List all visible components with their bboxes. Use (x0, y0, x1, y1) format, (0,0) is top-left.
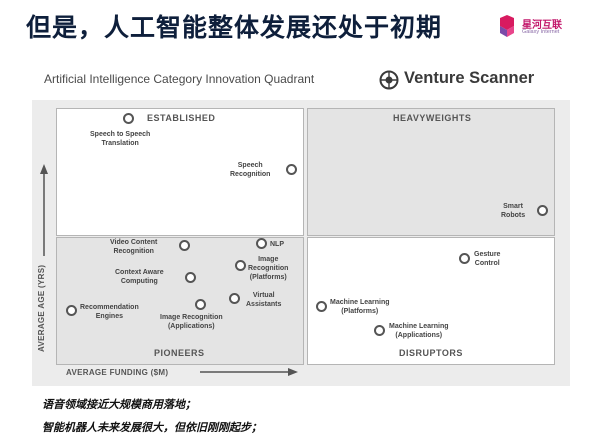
venture-scanner-text: Venture Scanner (404, 69, 535, 87)
point-label-machine-learning-applications: Machine Learning (Applications) (389, 323, 449, 339)
galaxy-logo-icon (500, 15, 514, 37)
x-axis-arrow (200, 368, 298, 376)
quadrant-pioneers: PIONEERS (56, 237, 304, 365)
quadrant-heavyweights: HEAVYWEIGHTS (307, 108, 555, 236)
point-nlp (256, 238, 267, 249)
x-axis-label: AVERAGE FUNDING ($M) (66, 368, 169, 377)
brand-name: 星河互联 (522, 20, 562, 31)
point-label-image-recognition-platforms: Image Recognition (Platforms) (248, 256, 289, 281)
point-label-virtual-assistants: Virtual Assistants (246, 292, 282, 308)
point-label-image-recognition-applications: Image Recognition (Applications) (160, 314, 223, 330)
point-image-recognition-applications (195, 299, 206, 310)
point-machine-learning-platforms (316, 301, 327, 312)
point-recommendation-engines (66, 305, 77, 316)
footnote-2: 智能机器人未来发展很大，但依旧刚刚起步； (42, 421, 262, 434)
quadrant-label-pioneers: PIONEERS (154, 348, 205, 358)
quadrant-label-heavyweights: HEAVYWEIGHTS (393, 113, 472, 123)
brand-subtitle: Galaxy Internet (522, 29, 560, 35)
chart-title: Artificial Intelligence Category Innovat… (44, 72, 315, 86)
point-video-content-recognition (179, 240, 190, 251)
point-label-speech-recognition: Speech Recognition (230, 162, 271, 178)
venture-scanner-icon (379, 70, 399, 90)
quadrant-disruptors: DISRUPTORS (307, 237, 555, 365)
point-label-machine-learning-platforms: Machine Learning (Platforms) (330, 299, 390, 315)
slide-title: 但是，人工智能整体发展还处于初期 (26, 13, 443, 42)
quadrant-established: ESTABLISHED (56, 108, 304, 236)
point-label-context-aware-computing: Context Aware Computing (115, 269, 164, 285)
point-machine-learning-applications (374, 325, 385, 336)
point-label-gesture-control: Gesture Control (474, 251, 501, 267)
quadrant-label-established: ESTABLISHED (147, 113, 216, 123)
point-smart-robots (537, 205, 548, 216)
quadrant-label-disruptors: DISRUPTORS (399, 348, 463, 358)
point-virtual-assistants (229, 293, 240, 304)
brand-logo: 星河互联 Galaxy Internet (496, 14, 596, 44)
footnote-1: 语音领域接近大规模商用落地； (42, 398, 196, 411)
chart-header: Artificial Intelligence Category Innovat… (32, 60, 570, 100)
point-label-speech-to-speech-translation: Speech to Speech Translation (90, 131, 151, 147)
point-label-video-content-recognition: Video Content Recognition (110, 239, 158, 255)
point-context-aware-computing (185, 272, 196, 283)
point-label-smart-robots: Smart Robots (501, 203, 526, 219)
point-label-nlp: NLP (270, 241, 284, 248)
point-label-recommendation-engines: Recommendation Engines (80, 304, 139, 320)
point-gesture-control (459, 253, 470, 264)
y-axis-label: AVERAGE AGE (YRS) (37, 264, 46, 352)
point-image-recognition-platforms (235, 260, 246, 271)
point-speech-recognition (286, 164, 297, 175)
y-axis-arrow (40, 164, 48, 256)
point-speech-to-speech-translation (123, 113, 134, 124)
